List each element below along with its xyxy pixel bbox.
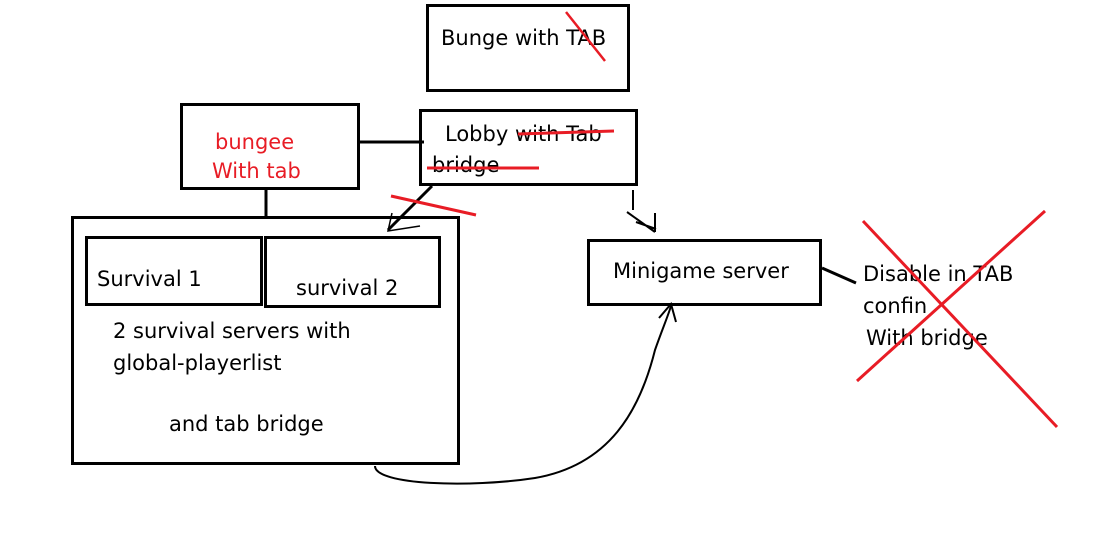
lobby-survival-connector: [386, 184, 434, 232]
cross-out-line-1: [861, 219, 1059, 429]
survival-minigame-arrowhead: [658, 301, 677, 323]
lobby-minigame-arrow: [626, 190, 657, 233]
minigame-label: Minigame server: [613, 259, 789, 283]
survival-desc-line2: global-playerlist: [113, 351, 282, 375]
minigame-note-connector: [821, 266, 857, 285]
survival-1-label: Survival 1: [97, 267, 202, 291]
bungee-box: [180, 103, 360, 190]
lobby-tab-strike: [517, 129, 615, 136]
bunge-tab-strike: [565, 11, 606, 62]
lobby-box: [419, 109, 638, 186]
survival-1-box: [85, 236, 263, 306]
survival-group-box: [71, 216, 460, 465]
survival-minigame-curve: [374, 305, 672, 485]
survival-desc-line1: 2 survival servers with: [113, 319, 351, 343]
survival-desc-line3: and tab bridge: [169, 412, 324, 436]
bungee-label-line1: bungee: [215, 130, 295, 154]
disable-note-line2: confin: [863, 294, 928, 318]
lobby-label-line2: bridge: [432, 153, 500, 177]
bungee-label-line2: With tab: [212, 159, 301, 183]
survival-2-label: survival 2: [296, 276, 399, 300]
bunge-with-tab-label: Bunge with TAB: [441, 26, 607, 50]
survival-2-box: [264, 236, 441, 308]
disable-note-line1: Disable in TAB: [863, 262, 1014, 286]
bunge-with-tab-box: [426, 4, 630, 92]
lobby-survival-arrowhead: [387, 212, 421, 232]
cross-out-line-2: [855, 209, 1047, 383]
connector-strike: [390, 194, 477, 217]
minigame-box: [587, 239, 822, 306]
